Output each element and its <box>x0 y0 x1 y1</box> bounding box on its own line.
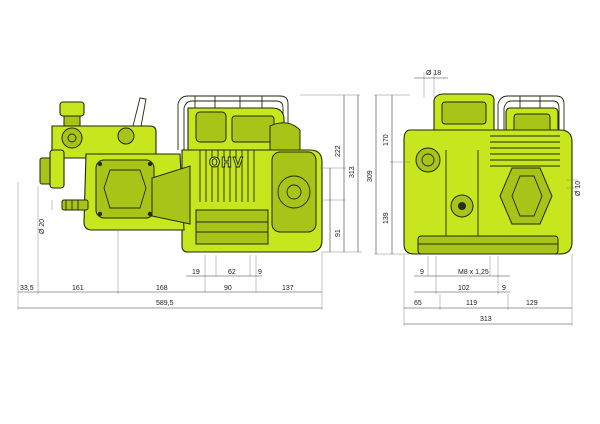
dim-base-offset-33-5: 33,5 <box>20 285 34 292</box>
dim-width-129: 129 <box>526 300 538 307</box>
dim-width-119: 119 <box>466 300 477 307</box>
pump-side-body <box>39 97 191 231</box>
dim-total-length: 589,5 <box>156 300 174 307</box>
side-view: OHV <box>17 94 362 310</box>
dim-width-62: 62 <box>228 269 236 276</box>
dim-height-139: 139 <box>383 212 390 224</box>
ohv-badge: OHV <box>209 156 244 171</box>
dim-height-222: 222 <box>335 145 342 157</box>
dim-thread-m8: M8 x 1,25 <box>458 269 489 276</box>
dim-length-161: 161 <box>72 285 84 292</box>
dim-height-91: 91 <box>335 229 342 237</box>
dim-height-313: 313 <box>349 166 356 178</box>
dim-width-65: 65 <box>414 300 422 307</box>
dim-length-90: 90 <box>224 285 232 292</box>
dim-offset-9-left: 9 <box>420 269 424 276</box>
dim-length-137: 137 <box>282 285 294 292</box>
dim-width-102: 102 <box>458 285 470 292</box>
engine-side-body: OHV <box>177 95 323 253</box>
dim-length-168: 168 <box>156 285 168 292</box>
dim-top-dia-18: Ø 18 <box>426 70 441 77</box>
engine-front-body <box>403 93 573 255</box>
dim-offset-9: 9 <box>258 269 262 276</box>
front-view: Ø 18 Ø 10 170 309 139 9 M8 x 1,25 102 9 <box>367 70 582 326</box>
dim-offset-9-right: 9 <box>502 285 506 292</box>
dim-offset-19: 19 <box>192 269 200 276</box>
dim-height-170: 170 <box>383 134 390 146</box>
dim-pump-outlet-dia: Ø 20 <box>39 219 46 234</box>
dim-total-width: 313 <box>480 316 492 323</box>
dim-side-dia-10: Ø 10 <box>575 181 582 196</box>
dim-height-309: 309 <box>367 170 374 182</box>
